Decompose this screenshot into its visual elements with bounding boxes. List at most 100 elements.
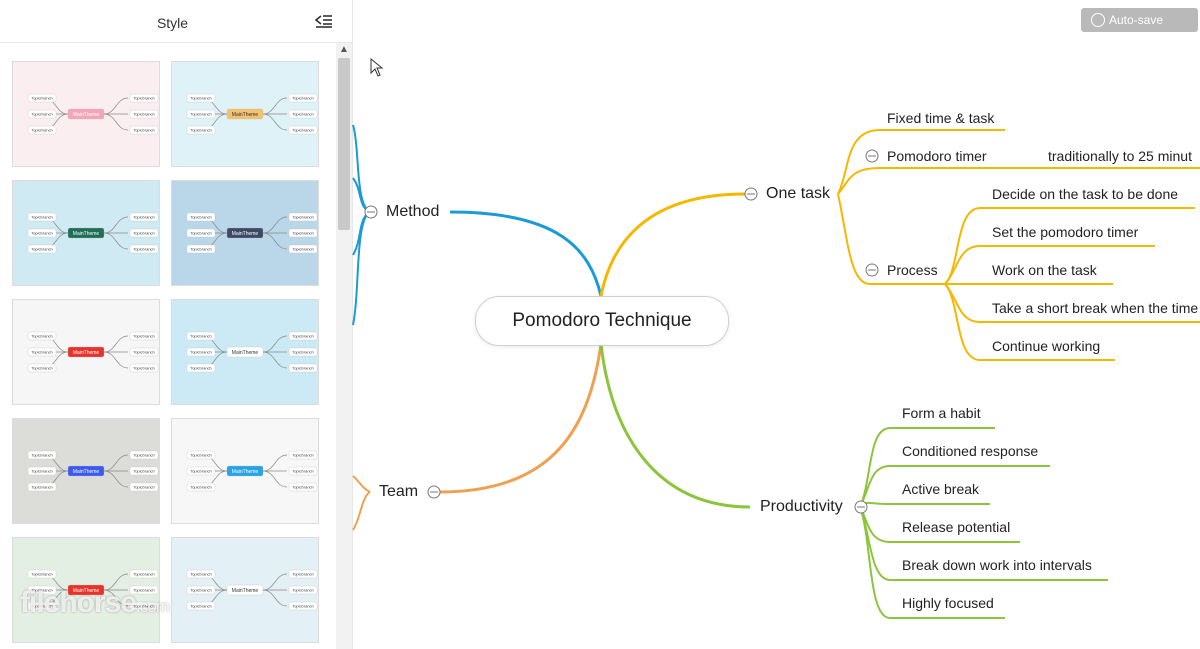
sidebar-header: Style — [0, 0, 352, 43]
theme-topic-label: Topicbranch — [190, 112, 212, 117]
theme-main-label: MainTheme — [232, 112, 259, 118]
theme-topic-label: Topicbranch — [133, 572, 155, 577]
theme-topic-label: Topicbranch — [133, 350, 155, 355]
theme-main-label: MainTheme — [232, 350, 259, 356]
theme-topic-label: Topicbranch — [190, 485, 212, 490]
theme-main-label: MainTheme — [232, 588, 259, 594]
autosave-button[interactable]: Auto-save — [1081, 8, 1198, 32]
topic-productivity[interactable]: Productivity — [760, 498, 843, 515]
theme-main-label: MainTheme — [232, 231, 259, 237]
theme-topic-label: Topicbranch — [292, 572, 314, 577]
subtopic-timer-note[interactable]: traditionally to 25 minut — [1048, 148, 1192, 164]
theme-topic-label: Topicbranch — [292, 366, 314, 371]
root-topic-node[interactable]: Pomodoro Technique — [475, 296, 729, 346]
theme-topic-label: Topicbranch — [31, 469, 53, 474]
scrollbar-thumb[interactable] — [338, 58, 350, 230]
theme-topic-label: Topicbranch — [133, 334, 155, 339]
theme-topic-label: Topicbranch — [292, 128, 314, 133]
theme-topic-label: Topicbranch — [190, 588, 212, 593]
productivity-item[interactable]: Break down work into intervals — [902, 557, 1092, 573]
theme-topic-label: Topicbranch — [133, 604, 155, 609]
theme-topic-label: Topicbranch — [292, 112, 314, 117]
theme-topic-label: Topicbranch — [31, 128, 53, 133]
theme-main-label: MainTheme — [73, 350, 100, 356]
theme-topic-label: Topicbranch — [31, 247, 53, 252]
theme-topic-label: Topicbranch — [31, 572, 53, 577]
theme-topic-label: Topicbranch — [133, 366, 155, 371]
theme-topic-label: Topicbranch — [31, 112, 53, 117]
watermark-logo: filehorse.com — [20, 586, 170, 619]
process-step[interactable]: Take a short break when the time — [992, 300, 1199, 316]
scroll-up-icon[interactable]: ▲ — [339, 44, 349, 55]
autosave-label: Auto-save — [1109, 13, 1164, 27]
productivity-item[interactable]: Form a habit — [902, 405, 981, 421]
process-step[interactable]: Work on the task — [992, 262, 1097, 278]
theme-topic-label: Topicbranch — [190, 128, 212, 133]
theme-main-label: MainTheme — [73, 469, 100, 475]
productivity-item[interactable]: Active break — [902, 481, 980, 497]
subtopic-pomodoro-timer[interactable]: Pomodoro timer — [887, 148, 987, 164]
theme-topic-label: Topicbranch — [31, 453, 53, 458]
sidebar-title: Style — [156, 15, 189, 31]
topic-one-task[interactable]: One task — [766, 185, 831, 202]
theme-topic-label: Topicbranch — [190, 334, 212, 339]
check-circle-icon — [1091, 13, 1105, 27]
theme-topic-label: Topicbranch — [190, 215, 212, 220]
subtopic-process[interactable]: Process — [887, 262, 938, 278]
theme-main-label: MainTheme — [73, 231, 100, 237]
theme-topic-label: Topicbranch — [292, 453, 314, 458]
productivity-item[interactable]: Release potential — [902, 519, 1011, 535]
theme-topic-label: Topicbranch — [190, 453, 212, 458]
theme-topic-label: Topicbranch — [31, 366, 53, 371]
theme-main-label: MainTheme — [232, 469, 259, 475]
theme-topic-label: Topicbranch — [292, 588, 314, 593]
process-step[interactable]: Set the pomodoro timer — [992, 224, 1139, 240]
theme-topic-label: Topicbranch — [133, 588, 155, 593]
process-step[interactable]: Continue working — [992, 338, 1101, 354]
theme-topic-label: Topicbranch — [31, 604, 53, 609]
theme-topic-label: Topicbranch — [133, 112, 155, 117]
process-step[interactable]: Decide on the task to be done — [992, 186, 1179, 202]
theme-topic-label: Topicbranch — [31, 350, 53, 355]
theme-topic-label: Topicbranch — [190, 247, 212, 252]
theme-topic-label: Topicbranch — [292, 231, 314, 236]
theme-main-label: MainTheme — [73, 588, 100, 594]
theme-topic-label: Topicbranch — [190, 96, 212, 101]
theme-topic-label: Topicbranch — [292, 96, 314, 101]
theme-topic-label: Topicbranch — [190, 572, 212, 577]
theme-topic-label: Topicbranch — [31, 231, 53, 236]
collapse-sidebar-icon[interactable] — [315, 14, 333, 28]
theme-topic-label: Topicbranch — [31, 588, 53, 593]
theme-topic-label: Topicbranch — [133, 469, 155, 474]
theme-main-label: MainTheme — [73, 112, 100, 118]
topic-method[interactable]: Method — [386, 203, 440, 220]
mouse-pointer-icon — [370, 58, 384, 77]
subtopic-fixed-time[interactable]: Fixed time & task — [887, 110, 995, 126]
theme-topic-label: Topicbranch — [133, 231, 155, 236]
theme-topic-label: Topicbranch — [133, 453, 155, 458]
productivity-item[interactable]: Conditioned response — [902, 443, 1039, 459]
topic-team[interactable]: Team — [379, 483, 419, 500]
productivity-item[interactable]: Highly focused — [902, 595, 994, 611]
theme-topic-label: Topicbranch — [133, 128, 155, 133]
theme-topic-label: Topicbranch — [292, 334, 314, 339]
